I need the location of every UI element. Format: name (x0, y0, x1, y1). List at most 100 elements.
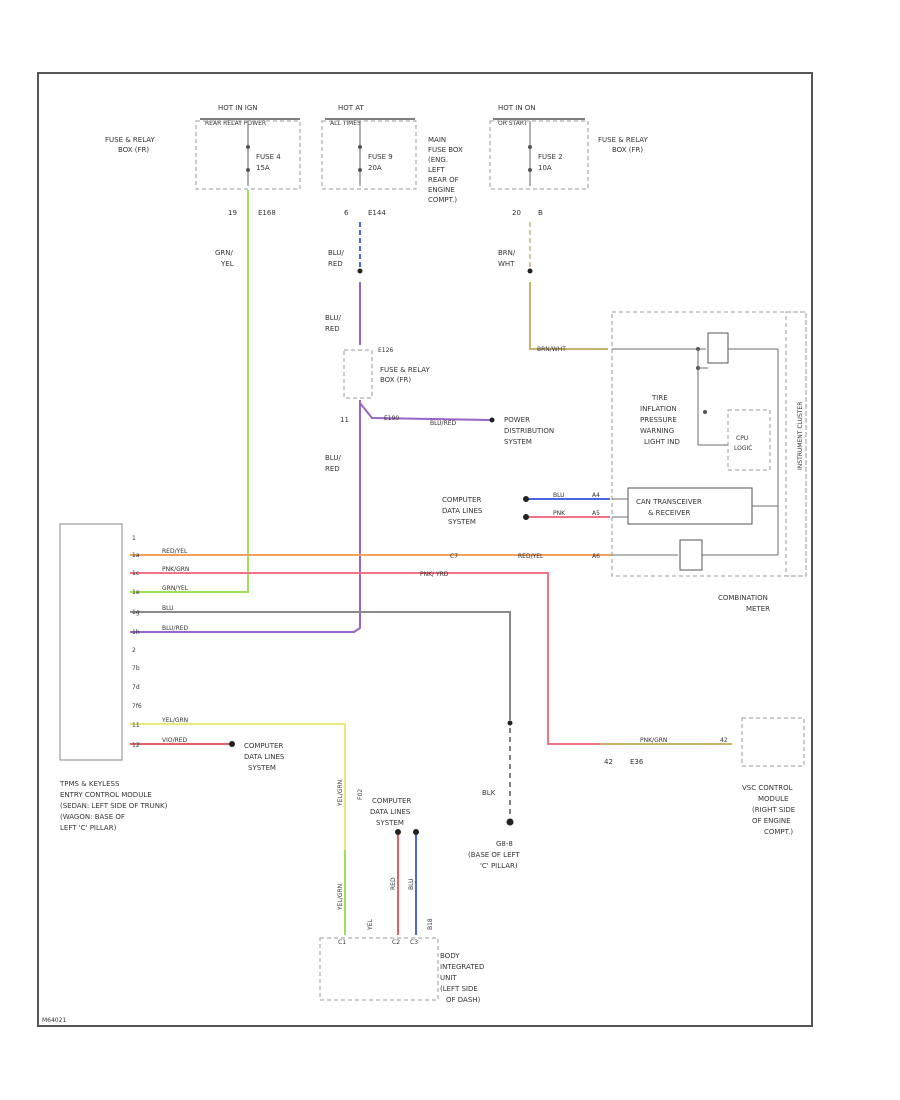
fuse-2-box-label-3: (ENG. (428, 156, 448, 164)
tpms-wire-10: YEL/GRN (161, 717, 188, 724)
biu-wire-red: RED (390, 877, 397, 890)
meter-unit (679, 539, 703, 571)
tire-label-2: INFLATION (640, 405, 677, 413)
fuse-relay-box-label-1: FUSE & RELAY (380, 366, 431, 374)
ground-label-2: 'C' PILLAR) (480, 862, 518, 870)
can-transceiver (627, 487, 753, 525)
tire-label-5: LIGHT IND (644, 438, 680, 446)
meter-label-1: COMBINATION (718, 594, 768, 602)
fuse-3-bar-label: OR START (498, 120, 528, 127)
biu-label-4: (LEFT SIDE (440, 985, 478, 993)
fuse-1-name: FUSE 4 (256, 153, 281, 161)
tpms-pin-5: 1h (132, 629, 140, 636)
fuse-2-rating: 20A (368, 164, 382, 172)
fuse-relay-wire-top-1: BLU/ (325, 314, 341, 322)
fuse-relay-wire-top-2: RED (325, 325, 340, 333)
ground-point (506, 818, 514, 826)
tpms-module: 1 1a RED/YEL 1c PNK/GRN 1e GRN/YEL 1g BL… (59, 523, 285, 832)
vsc-label-2: MODULE (758, 795, 788, 803)
fuse-relay-box: E126 FUSE & RELAY BOX (FR) 11 BLU/ RED B… (325, 314, 554, 473)
tpms-wire-11: VIO/RED (162, 737, 188, 744)
ckt-label-2: LOGIC (734, 445, 752, 452)
wire-pnk-grn (130, 572, 732, 745)
vsc-label-1: VSC CONTROL (742, 784, 793, 792)
fuse-2-box-label-2: FUSE BOX (428, 146, 463, 154)
fuse-1-pin: 19 (228, 209, 237, 217)
can-wire-blu-label: BLU (553, 492, 565, 499)
tire-warning-light (707, 332, 729, 364)
biu-wire-blu: BLU (408, 878, 415, 890)
vsc-conn: E36 (630, 758, 644, 766)
fuse-block-3: HOT IN ON OR START FUSE & RELAY BOX (FR)… (489, 104, 649, 268)
diagram-frame (37, 72, 813, 1027)
fuse-2-name: FUSE 9 (368, 153, 393, 161)
fuse-3-pin: 20 (512, 209, 521, 217)
fuse-3-box-label-1: FUSE & RELAY (598, 136, 649, 144)
tpms-pin-7: 7b (132, 665, 140, 672)
tpms-pin-10: 11 (132, 722, 140, 729)
fuse-2-box-label-5: REAR OF (428, 176, 459, 184)
ground-label-1: (BASE OF LEFT (468, 851, 520, 859)
tpms-pin-8: 7d (132, 684, 140, 691)
biu-side-label: F02 (357, 789, 364, 800)
meter-data-label-3: SYSTEM (448, 518, 476, 526)
wire-brn-wht (529, 282, 608, 350)
fuse-1-wire-2: YEL (220, 260, 234, 268)
tpms-data-label-3: SYSTEM (248, 764, 276, 772)
wire-violet-lower (130, 400, 361, 633)
power-dist-label-3: SYSTEM (504, 438, 532, 446)
fuse-2-connector: E144 (368, 209, 386, 217)
biu-pin-1: C1 (338, 939, 346, 946)
fuse-2-bar-label: ALL TIMES (330, 120, 361, 127)
biu-label-2: INTEGRATED (440, 963, 484, 971)
red-yel-label-right: RED/YEL (518, 553, 544, 560)
fuse-2-box-label-4: LEFT (428, 166, 445, 174)
vsc-label-3: (RIGHT SIDE (752, 806, 795, 814)
fuse-relay-box-label-2: BOX (FR) (380, 376, 411, 384)
fuse-2-box-label-6: ENGINE (428, 186, 455, 194)
fuse-3-hot-label: HOT IN ON (498, 104, 536, 112)
tpms-wire-1: RED/YEL (162, 548, 188, 555)
fuse-2-wire-1: BLU/ (328, 249, 344, 257)
fuse-3-box-label-2: BOX (FR) (612, 146, 643, 154)
meter-label-2: METER (746, 605, 770, 613)
tpms-wire-5: BLU/RED (162, 625, 189, 632)
fuse-2-hot-label: HOT AT (338, 104, 365, 112)
fuse-1-rating: 15A (256, 164, 270, 172)
tpms-pin-0: 1 (132, 535, 136, 542)
biu-conn-yel: YEL (367, 919, 374, 931)
fuse-relay-wire-bottom-2: RED (325, 465, 340, 473)
fuse-3-wire-2: WHT (498, 260, 515, 268)
can-label-1: CAN TRANSCEIVER (636, 498, 702, 506)
fuse-3-wire-1: BRN/ (498, 249, 516, 257)
vsc-pin-42: 42 (604, 758, 613, 766)
tpms-pin-4: 1g (132, 609, 140, 616)
fuse-2-pin: 6 (344, 209, 349, 217)
tpms-label-2: ENTRY CONTROL MODULE (60, 791, 152, 799)
biu-data-label-2: DATA LINES (370, 808, 411, 816)
power-dist-label-2: DISTRIBUTION (504, 427, 554, 435)
fuse-3-rating: 10A (538, 164, 552, 172)
tire-label-4: WARNING (640, 427, 674, 435)
tpms-pin-6: 2 (132, 647, 136, 654)
wire-yel-grn (130, 723, 346, 935)
fuse-relay-box-connector: E126 (378, 347, 393, 354)
tire-label-3: PRESSURE (640, 416, 677, 424)
ckt-label-1: CPU (736, 435, 748, 442)
fuse-2-wire-2: RED (328, 260, 343, 268)
fuse-1-box-label-1: FUSE & RELAY (105, 136, 156, 144)
biu-vertical-wire-label: YEL/GRN (337, 780, 344, 807)
red-yel-pin: A6 (592, 553, 600, 560)
fuse-2-box-label-7: COMPT.) (428, 196, 457, 204)
fuse-3-name: FUSE 2 (538, 153, 563, 161)
tpms-pin-11: 12 (132, 742, 140, 749)
tpms-pin-9: 7f6 (132, 703, 142, 710)
biu-pin-3: C3 (410, 939, 418, 946)
ground-block: BLK G8-8 (BASE OF LEFT 'C' PILLAR) (468, 789, 520, 870)
biu-data-label-1: COMPUTER (372, 797, 411, 805)
biu-data-label-3: SYSTEM (376, 819, 404, 827)
fuse-block-1: HOT IN IGN REAR RELAY POWER FUSE & RELAY… (105, 104, 301, 268)
tpms-wire-2: PNK/GRN (162, 566, 189, 573)
ground-wire-label: BLK (482, 789, 496, 797)
biu-pin-2: C2 (392, 939, 400, 946)
